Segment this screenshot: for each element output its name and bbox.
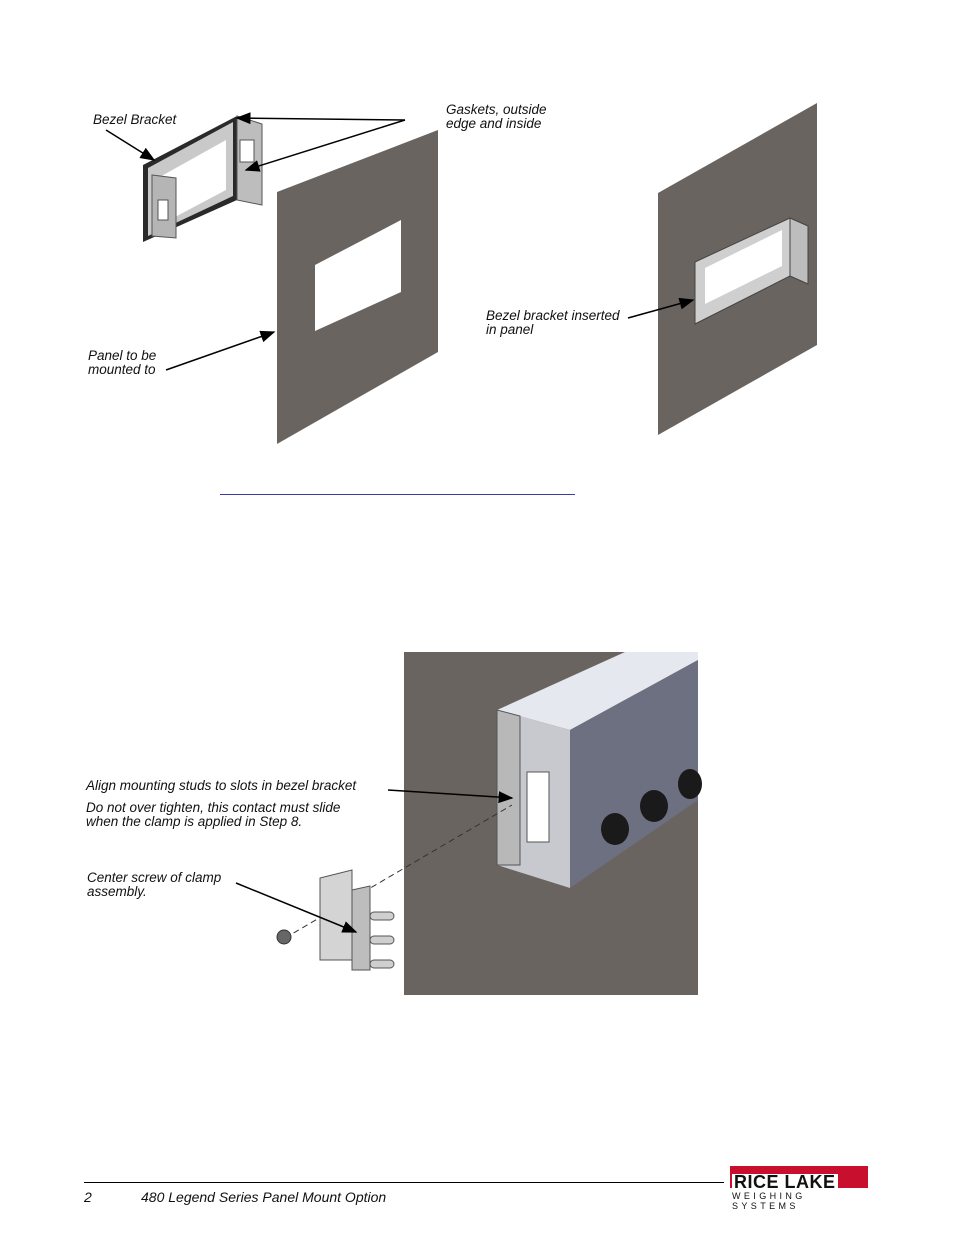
callout-align-studs: Align mounting studs to slots in bezel b… [86,778,357,793]
panel-with-bracket-drawing [658,103,817,435]
clamp-assembly-drawing [276,804,513,971]
callout-do-not-over-tighten: Do not over tighten, this contact must s… [86,800,341,829]
figure-2-illustration [235,652,702,995]
logo-tagline: WEIGHING SYSTEMS [732,1191,806,1211]
hyperlink-underline[interactable] [220,494,575,495]
footer-title: 480 Legend Series Panel Mount Option [141,1189,387,1205]
logo-wordmark: RICE LAKE [732,1172,838,1192]
panel-drawing [277,130,438,444]
figure-1-illustration [105,103,817,444]
callout-panel: Panel to be mounted to [88,348,157,377]
callout-bracket-inserted: Bezel bracket inserted in panel [486,308,620,337]
footer-rule [84,1182,724,1183]
page-number: 2 [84,1189,92,1205]
callout-gaskets: Gaskets, outside edge and inside [446,102,547,131]
bezel-bracket-drawing [143,115,263,242]
callout-center-screw: Center screw of clamp assembly. [87,870,222,899]
enclosure-drawing [404,652,702,995]
callout-bezel-bracket: Bezel Bracket [93,112,177,127]
rice-lake-logo: RICE LAKE WEIGHING SYSTEMS [730,1166,868,1211]
